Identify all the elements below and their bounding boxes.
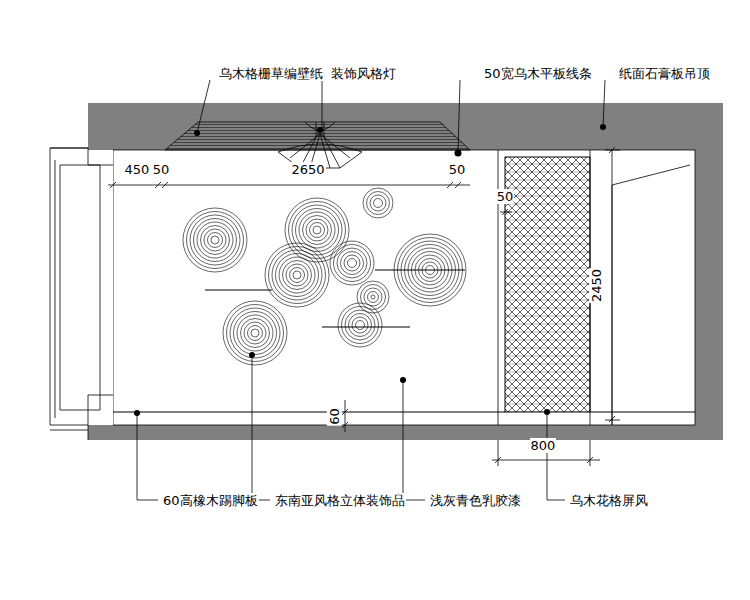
disc-ring — [223, 301, 287, 365]
opening — [50, 150, 113, 425]
disc-ring — [230, 308, 280, 358]
disc-ring — [293, 271, 301, 279]
shelf — [205, 270, 465, 327]
disc-ring — [227, 305, 284, 362]
dimension-text: 2650 — [290, 162, 325, 177]
disc-ring — [370, 195, 386, 211]
disc-ring — [204, 229, 226, 251]
dimension-text: 50 — [448, 162, 467, 177]
callout-text: 乌木格栅草编壁纸 — [218, 66, 324, 81]
decor-discs — [183, 188, 466, 365]
dimension-text: 800 — [530, 438, 557, 453]
disc-ring — [283, 261, 312, 290]
disc-ring — [345, 310, 375, 340]
disc-ring — [330, 241, 374, 285]
wall-section — [88, 103, 723, 440]
callout-text: 浅灰青色乳胶漆 — [429, 493, 522, 508]
disc-ring — [183, 208, 247, 272]
disc-ring — [303, 216, 332, 245]
disc-ring — [286, 264, 308, 286]
disc-ring — [367, 192, 390, 215]
disc-ring — [269, 247, 326, 304]
disc-ring — [338, 303, 382, 347]
disc-ring — [290, 268, 305, 283]
disc-ring — [211, 236, 219, 244]
disc-ring — [292, 205, 342, 255]
disc-ring — [363, 188, 393, 218]
disc-ring — [265, 243, 329, 307]
disc-ring — [313, 226, 321, 234]
disc-ring — [361, 285, 386, 310]
disc-ring — [352, 317, 368, 333]
disc-ring — [337, 248, 367, 278]
dimension-text: 2450 — [590, 267, 605, 302]
disc-ring — [190, 215, 240, 265]
disc-ring — [364, 288, 382, 306]
disc-ring — [194, 219, 237, 262]
disc-ring — [241, 319, 270, 348]
window-frame — [50, 148, 113, 440]
disc-ring — [341, 252, 364, 275]
disc-ring — [306, 219, 328, 241]
baseboard — [113, 412, 695, 413]
disc-ring — [357, 281, 389, 313]
dimension-text: 50 — [496, 189, 515, 204]
disc-ring — [187, 212, 244, 269]
disc-ring — [310, 223, 325, 238]
wall-face — [113, 150, 695, 425]
disc-ring — [244, 322, 266, 344]
callout-text: 纸面石膏板吊顶 — [618, 66, 711, 81]
disc-ring — [248, 326, 263, 341]
disc-ring — [342, 307, 379, 344]
disc-ring — [299, 212, 335, 248]
dimension-lines — [108, 147, 620, 466]
disc-ring — [208, 233, 223, 248]
callout-text: 装饰风格灯 — [330, 66, 397, 81]
disc-ring — [374, 199, 383, 208]
side-panel — [612, 165, 690, 425]
dimension-text: 50 — [152, 162, 171, 177]
disc-ring — [279, 257, 315, 293]
leader-dots — [134, 124, 606, 416]
disc-ring — [251, 329, 259, 337]
disc-ring — [371, 295, 375, 299]
disc-ring — [348, 259, 357, 268]
disc-ring — [276, 254, 319, 297]
disc-ring — [197, 222, 233, 258]
callout-text: 50宽乌木平板线条 — [483, 66, 593, 81]
disc-ring — [201, 226, 230, 255]
callout-text: 乌木花格屏风 — [569, 493, 649, 508]
disc-ring — [272, 250, 322, 300]
dimension-text: 450 — [124, 162, 151, 177]
disc-ring — [234, 312, 277, 355]
disc-ring — [356, 321, 365, 330]
disc-ring — [237, 315, 273, 351]
leader-lines — [137, 80, 605, 500]
disc-ring — [296, 209, 339, 252]
lattice-screen — [505, 157, 590, 412]
disc-ring — [368, 292, 379, 303]
callout-text: 东南亚风格立体装饰品 — [274, 493, 406, 508]
disc-ring — [334, 245, 371, 282]
disc-ring — [344, 255, 360, 271]
dimension-text: 60 — [326, 407, 341, 426]
disc-ring — [285, 198, 349, 262]
callout-text: 60高橡木踢脚板 — [162, 493, 259, 508]
disc-ring — [349, 314, 372, 337]
